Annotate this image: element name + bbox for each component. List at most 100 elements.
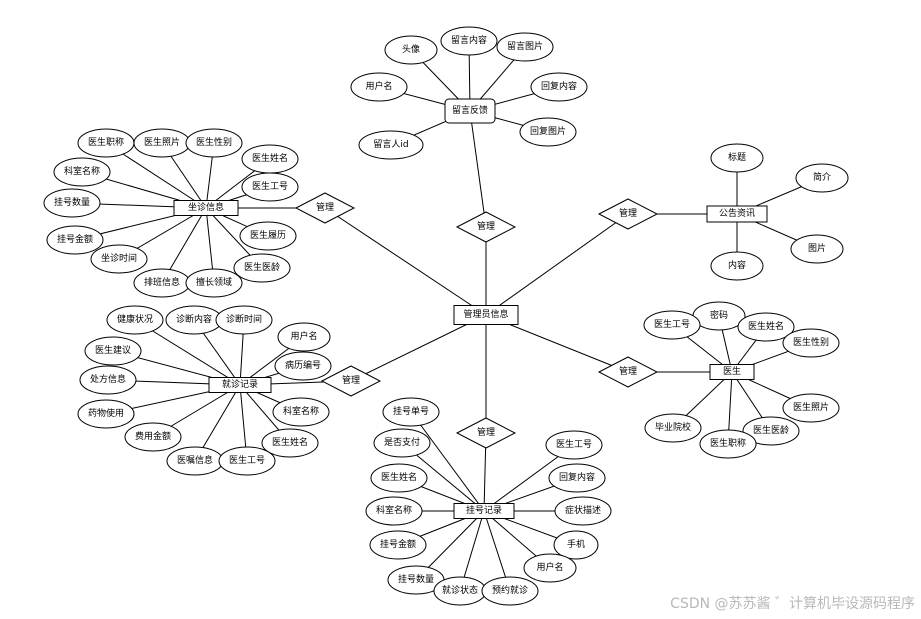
relationship-diamond: 管理: [294, 192, 356, 224]
attribute-ellipse: 医生职称: [699, 429, 757, 459]
attribute-ellipse: 就诊状态: [433, 576, 487, 606]
attribute-ellipse: 挂号金额: [369, 530, 427, 560]
attribute-ellipse: 排班信息: [133, 268, 191, 298]
label-text: 就诊记录: [222, 378, 258, 390]
ellipse-shape: [554, 496, 612, 526]
ellipse-shape: [523, 553, 577, 583]
label-text: 管理: [342, 374, 360, 386]
label-text: 公告资讯: [719, 207, 755, 219]
attribute-ellipse: 医生医龄: [742, 416, 800, 446]
relationship-diamond: 管理: [455, 211, 517, 243]
attribute-ellipse: 预约就诊: [481, 576, 539, 606]
attribute-ellipse: 医生履历: [239, 221, 297, 251]
attribute-ellipse: 简介: [795, 163, 849, 193]
ellipse-shape: [790, 234, 844, 264]
label-text: 坐诊信息: [188, 201, 224, 213]
entity-box: [444, 98, 496, 124]
label-text: 医生职称: [710, 437, 746, 449]
attribute-ellipse: 挂号数量: [43, 188, 101, 218]
label-text: 费用金额: [135, 430, 171, 442]
label-text: 医生照片: [144, 136, 180, 148]
diamond-shape: [597, 198, 659, 230]
attribute-ellipse: 医生工号: [643, 310, 701, 340]
attribute-ellipse: 医生姓名: [261, 428, 319, 458]
ellipse-shape: [373, 428, 431, 458]
ellipse-shape: [795, 163, 849, 193]
label-text: 处方信息: [90, 373, 126, 385]
label-text: 头像: [402, 43, 420, 55]
attribute-ellipse: 科室名称: [272, 397, 330, 427]
relationship-diamond: 管理: [320, 365, 382, 397]
attribute-ellipse: 医生工号: [545, 430, 603, 460]
attribute-ellipse: 医生职称: [77, 128, 135, 158]
label-text: 手机: [567, 538, 585, 550]
entity-box: [706, 205, 768, 223]
ellipse-shape: [53, 157, 111, 187]
label-text: 挂号金额: [380, 538, 416, 550]
ellipse-shape: [530, 72, 588, 102]
ellipse-shape: [710, 251, 764, 281]
attribute-ellipse: 诊断时间: [215, 305, 273, 335]
attribute-ellipse: 药物使用: [77, 399, 135, 429]
label-text: 医生职称: [88, 136, 124, 148]
label-text: 留言图片: [507, 40, 543, 52]
entity-box-group: 医生: [709, 364, 755, 380]
attribute-ellipse: 医生性别: [185, 128, 243, 158]
label-text: 坐诊时间: [101, 252, 137, 264]
attribute-ellipse: 密码: [692, 301, 746, 331]
ellipse-shape: [710, 143, 764, 173]
ellipse-shape: [79, 365, 137, 395]
ellipse-shape: [277, 322, 331, 352]
entity-box: [208, 377, 272, 393]
label-text: 管理: [477, 426, 495, 438]
ellipse-shape: [241, 172, 299, 202]
csdn-watermark: CSDN @苏苏酱 ゛计算机毕设源码程序: [670, 596, 915, 612]
ellipse-shape: [43, 188, 101, 218]
attribute-ellipse: 医生姓名: [241, 144, 299, 174]
label-text: 病历编号: [285, 359, 321, 371]
connector-line: [469, 110, 487, 228]
label-text: 医生工号: [252, 180, 288, 192]
label-text: 内容: [728, 259, 746, 271]
ellipse-shape: [643, 310, 701, 340]
label-text: 密码: [710, 309, 728, 321]
label-text: 医生工号: [556, 438, 592, 450]
attribute-ellipse: 科室名称: [365, 496, 423, 526]
label-text: 预约就诊: [492, 584, 528, 596]
label-text: 留言内容: [451, 34, 487, 46]
label-text: 药物使用: [88, 407, 124, 419]
ellipse-shape: [440, 26, 498, 56]
label-text: 诊断时间: [226, 313, 262, 325]
ellipse-shape: [218, 446, 276, 476]
ellipse-shape: [365, 496, 423, 526]
ellipse-shape: [239, 221, 297, 251]
ellipse-shape: [782, 393, 840, 423]
ellipse-shape: [545, 430, 603, 460]
ellipse-shape: [350, 72, 408, 102]
ellipse-shape: [553, 530, 599, 560]
label-text: 管理: [316, 201, 334, 213]
attribute-ellipse: 医生建议: [84, 336, 142, 366]
label-text: 留言人id: [373, 138, 408, 150]
attribute-ellipse: 挂号单号: [382, 397, 440, 427]
ellipse-shape: [185, 268, 243, 298]
label-text: 挂号金额: [57, 233, 93, 245]
ellipse-shape: [370, 463, 428, 493]
diamond-shape: [320, 365, 382, 397]
attribute-ellipse: 医生照片: [133, 128, 191, 158]
label-text: 擅长领域: [196, 276, 232, 288]
label-text: 医生姓名: [381, 471, 417, 483]
connector-line: [485, 213, 629, 316]
connector-line: [324, 207, 487, 316]
attribute-ellipse: 医生性别: [782, 328, 840, 358]
attribute-ellipse: 诊断内容: [165, 305, 223, 335]
ellipse-shape: [742, 416, 800, 446]
attribute-ellipse: 医生医龄: [233, 253, 291, 283]
entity-box: [173, 200, 239, 216]
label-text: 医生性别: [196, 136, 232, 148]
ellipse-shape: [481, 576, 539, 606]
entity-box: [453, 503, 515, 519]
attribute-ellipse: 回复图片: [519, 117, 577, 147]
diamond-shape: [597, 356, 659, 388]
